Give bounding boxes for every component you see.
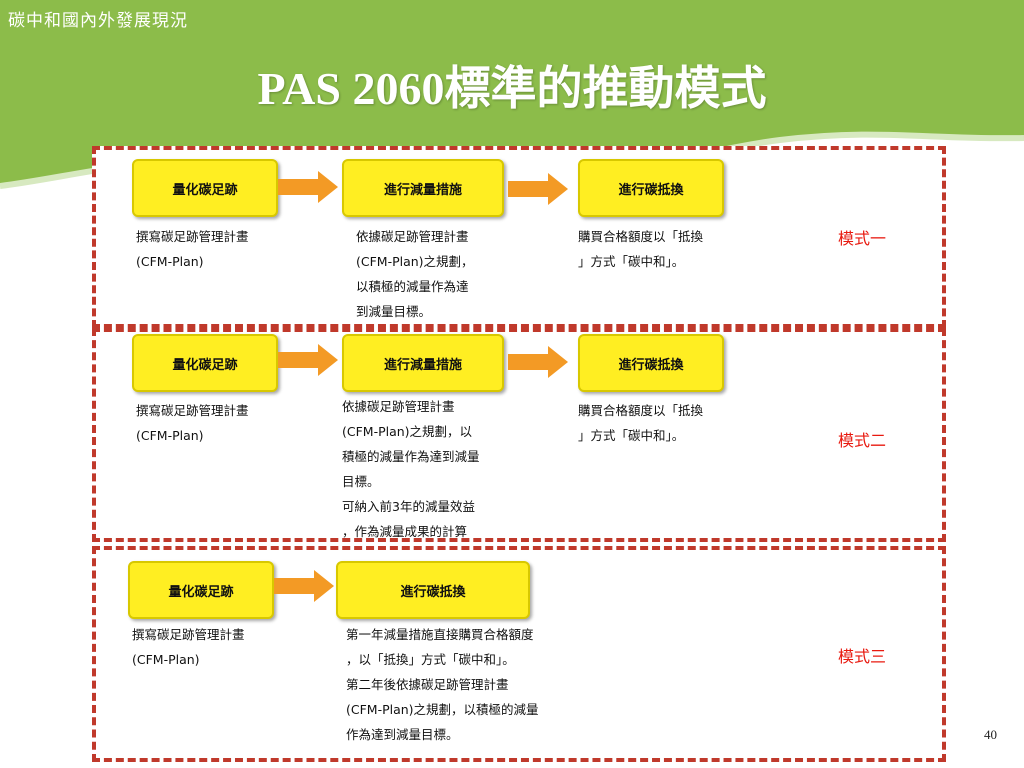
mode-3-step-2-box: 進行碳抵換: [336, 561, 530, 619]
mode-2-arrow-2-icon: [508, 346, 568, 378]
mode-1-desc-3: 購買合格額度以「抵換 」方式「碳中和」。: [578, 229, 704, 269]
mode-3-step-1-box: 量化碳足跡: [128, 561, 274, 619]
slide-title: PAS 2060標準的推動模式: [257, 63, 767, 114]
mode-2-arrow-1-icon: [278, 344, 338, 376]
mode-1-label: 模式一: [838, 229, 887, 248]
mode-1-step-3-box: 進行碳抵換: [578, 159, 724, 217]
mode-2-label: 模式二: [838, 431, 887, 450]
mode-3-desc-1: 撰寫碳足跡管理計畫 (CFM-Plan): [132, 627, 245, 667]
mode-1-arrow-1-icon: [278, 171, 338, 203]
mode-2-step-3-box: 進行碳抵換: [578, 334, 724, 392]
mode-3-desc-2: 第一年減量措施直接購買合格額度 ，以「抵換」方式「碳中和」。 第二年後依據碳足跡…: [346, 627, 539, 742]
mode-2-desc-2: 依據碳足跡管理計畫 (CFM-Plan)之規劃，以 積極的減量作為達到減量 目標…: [342, 399, 480, 539]
mode-2-step-2-box: 進行減量措施: [342, 334, 504, 392]
mode-2-desc-1: 撰寫碳足跡管理計畫 (CFM-Plan): [136, 403, 249, 443]
mode-1-step-1-box: 量化碳足跡: [132, 159, 278, 217]
mode-2-step-1-box: 量化碳足跡: [132, 334, 278, 392]
section-label: 碳中和國內外發展現況: [8, 11, 188, 31]
mode-1-panel: [92, 146, 946, 328]
mode-1-desc-1: 撰寫碳足跡管理計畫 (CFM-Plan): [136, 229, 249, 269]
mode-3-label: 模式三: [838, 647, 887, 666]
mode-1-arrow-2-icon: [508, 173, 568, 205]
mode-1-step-2-box: 進行減量措施: [342, 159, 504, 217]
mode-3-arrow-1-icon: [274, 570, 334, 602]
mode-1-desc-2: 依據碳足跡管理計畫 (CFM-Plan)之規劃， 以積極的減量作為達 到減量目標…: [356, 229, 474, 319]
mode-2-desc-3: 購買合格額度以「抵換 」方式「碳中和」。: [578, 403, 704, 443]
page-number: 40: [984, 727, 997, 742]
